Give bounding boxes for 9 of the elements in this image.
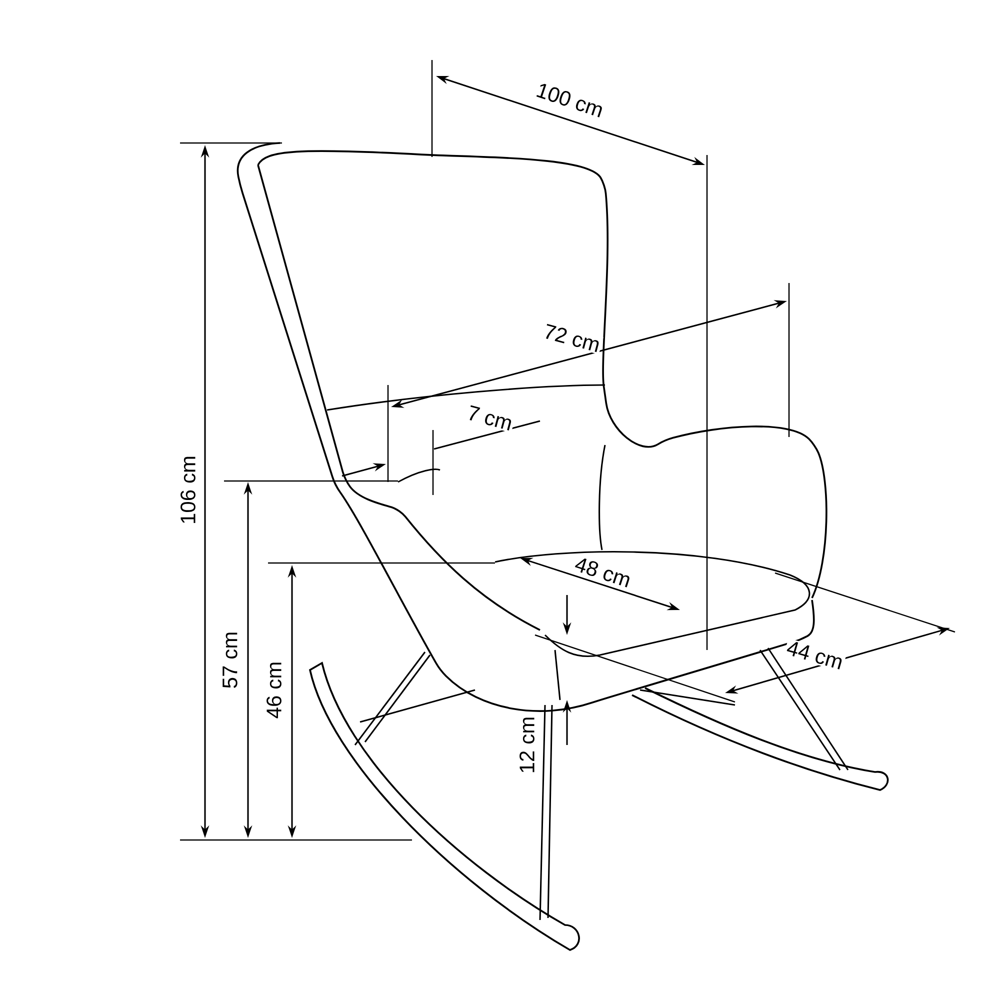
dimension-label: 12 cm <box>518 714 536 776</box>
dimension-label: 57 cm <box>221 630 239 690</box>
dimension-label: 100 cm <box>533 80 607 120</box>
dimension-label: 48 cm <box>572 554 634 590</box>
dimension-label: 72 cm <box>540 322 604 354</box>
dimension-label: 46 cm <box>265 660 283 720</box>
dimension-label: 7 cm <box>464 403 516 433</box>
dimension-label: 44 cm <box>784 638 846 672</box>
dimension-label: 106 cm <box>179 454 197 526</box>
